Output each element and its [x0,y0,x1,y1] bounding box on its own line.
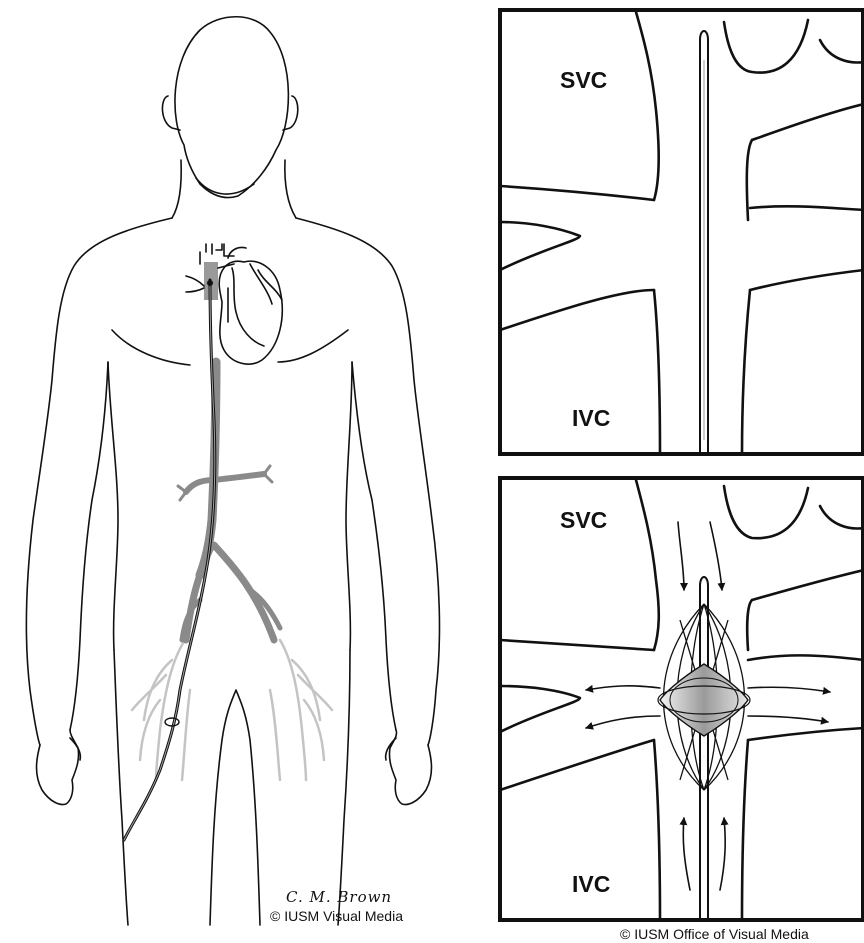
panel-top-ivc-label: IVC [572,405,610,431]
panel-bottom-svc-label: SVC [560,507,607,533]
inner-legs [210,690,260,925]
panel-bottom-ivc-label: IVC [572,871,610,897]
right-inner-arm [352,362,396,730]
panel-top-svc-label: SVC [560,67,607,93]
panel-top-frame [500,10,863,454]
neck-left [172,160,181,218]
right-leg-outer [338,650,350,925]
bottom-credit: © IUSM Office of Visual Media [620,926,809,942]
left-credit: © IUSM Visual Media [270,908,403,924]
neck-right [285,160,296,218]
left-shoulder-arm [26,218,172,745]
left-torso-side [108,362,118,650]
left-inner-arm [70,362,108,730]
body-figure: C. M. Brown © IUSM Visual Media [26,17,439,925]
right-torso-side [346,362,352,650]
head-outline [175,17,288,198]
venous-system [178,362,280,640]
right-hand [389,730,431,804]
leg-veins [132,640,332,780]
signature: C. M. Brown [286,888,392,906]
left-leg-outer [114,650,128,925]
left-pectoral [112,330,190,365]
right-pectoral [278,330,348,362]
panel-top: SVC IVC [500,10,864,454]
panel-bottom: SVC IVC [500,478,864,920]
